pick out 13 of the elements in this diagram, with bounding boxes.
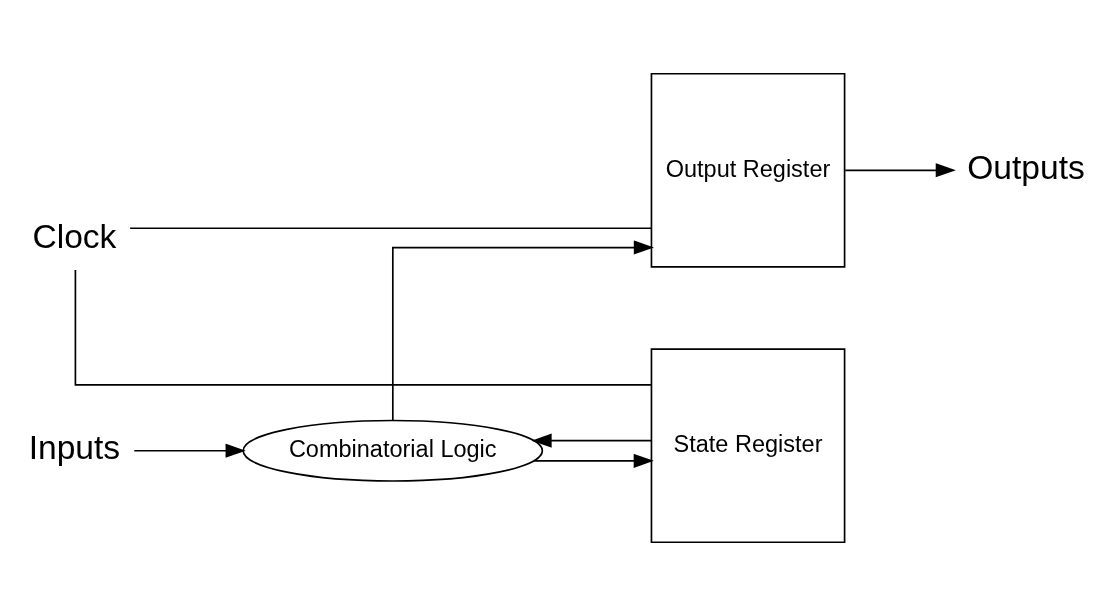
connector: [74, 268, 652, 386]
arrow: [844, 162, 956, 177]
node-box: State Register: [650, 347, 846, 543]
arrow: [533, 453, 654, 468]
node-text: Clock: [32, 217, 117, 255]
arrow: [531, 433, 653, 448]
node-text: Inputs: [28, 428, 121, 466]
arrow: [133, 443, 246, 458]
node-ellipse: Combinatorial Logic: [242, 419, 544, 482]
arrow: [392, 239, 654, 421]
node-box: Output Register: [650, 72, 846, 268]
node-text: Outputs: [967, 148, 1085, 186]
connector: [129, 226, 652, 229]
